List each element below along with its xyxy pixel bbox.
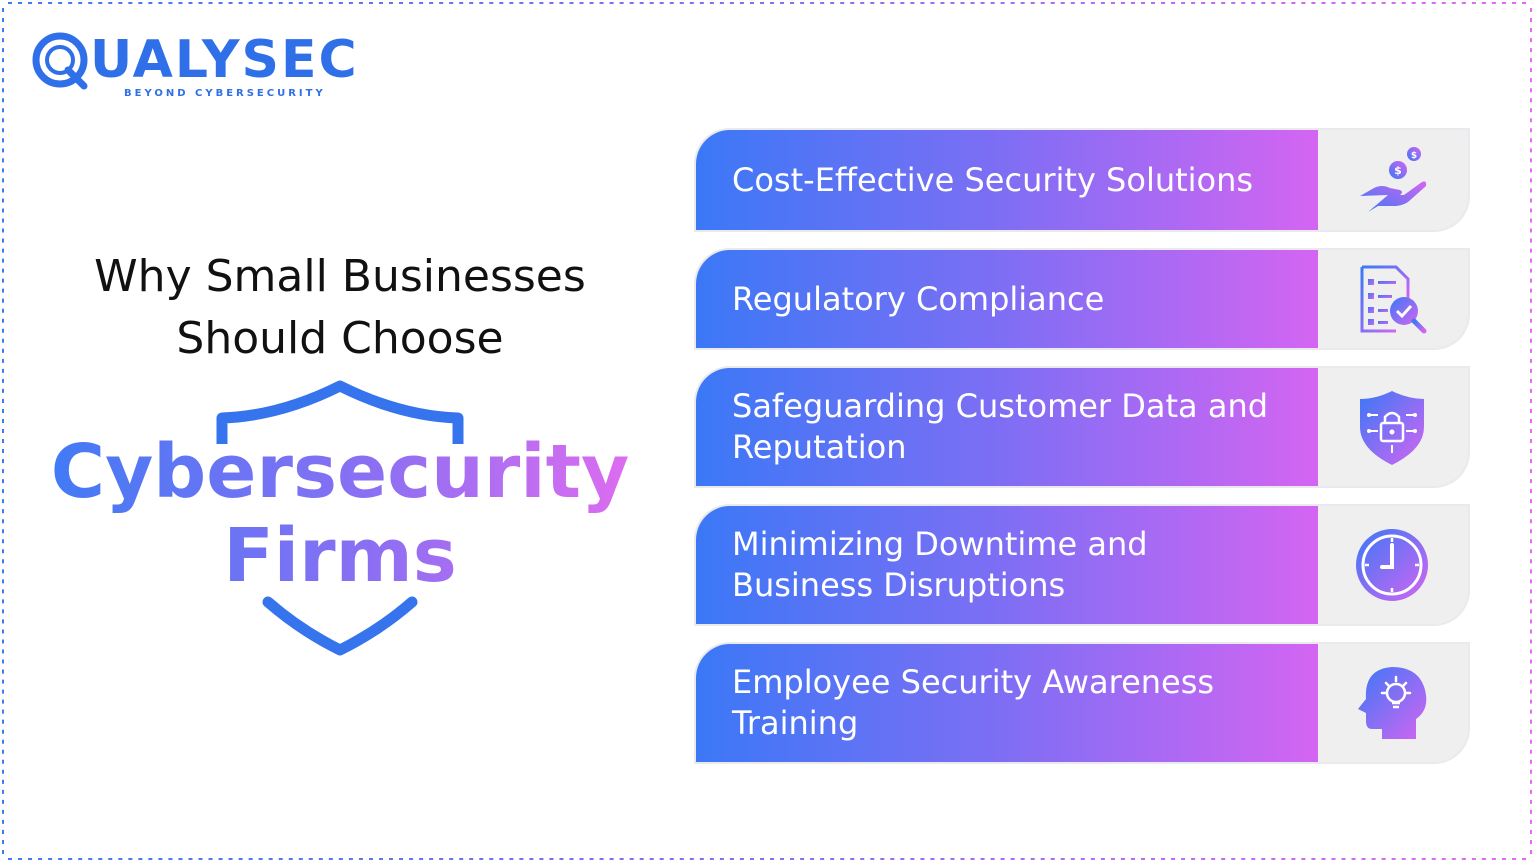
logo-tagline: BEYOND CYBERSECURITY: [124, 88, 326, 99]
card-gradient-band: [696, 250, 1318, 348]
heading-line-1: Why Small Businesses: [94, 251, 586, 302]
benefit-card-data: Safeguarding Customer Data and Reputatio…: [696, 368, 1468, 486]
card-icon-tab: [1318, 130, 1468, 230]
logo-wordmark: UALYSEC: [90, 30, 359, 90]
card-label: Regulatory Compliance: [732, 279, 1105, 318]
hero-line-1: Cybersecurity: [50, 429, 630, 515]
card-label: Minimizing Downtime and Business Disrupt…: [732, 525, 1148, 604]
card-label: Employee Security Awareness Training: [732, 663, 1215, 742]
clock-icon: [1356, 529, 1428, 601]
card-gradient-band: [696, 506, 1318, 624]
card-gradient-band: [696, 130, 1318, 230]
benefit-card-compliance: Regulatory Compliance: [696, 250, 1468, 348]
checklist-magnifier-icon: [1360, 265, 1427, 334]
qualysec-logo: UALYSEC BEYOND CYBERSECURITY: [30, 26, 370, 106]
shield-lock-icon: [1360, 391, 1424, 465]
shield-outline-icon: [216, 380, 464, 656]
hero-line-2: Firms: [223, 513, 457, 599]
hero-title: Cybersecurity Firms: [30, 430, 650, 598]
svg-text:$: $: [1411, 151, 1417, 161]
card-gradient-band: [696, 368, 1318, 486]
logo-q-mark: [32, 32, 88, 90]
benefit-card-training: Employee Security Awareness Training: [696, 644, 1468, 762]
head-lightbulb-icon: [1358, 667, 1427, 739]
card-label: Safeguarding Customer Data and Reputatio…: [732, 387, 1269, 466]
main-heading: Why Small Businesses Should Choose: [30, 246, 650, 370]
benefit-card-cost: Cost-Effective Security Solutions $ $: [696, 130, 1468, 230]
heading-line-2: Should Choose: [176, 313, 504, 364]
hand-coins-icon: $ $: [1360, 147, 1427, 212]
card-gradient-band: [696, 644, 1318, 762]
card-label: Cost-Effective Security Solutions: [732, 160, 1254, 199]
svg-text:$: $: [1394, 164, 1402, 177]
benefit-card-downtime: Minimizing Downtime and Business Disrupt…: [696, 506, 1468, 624]
